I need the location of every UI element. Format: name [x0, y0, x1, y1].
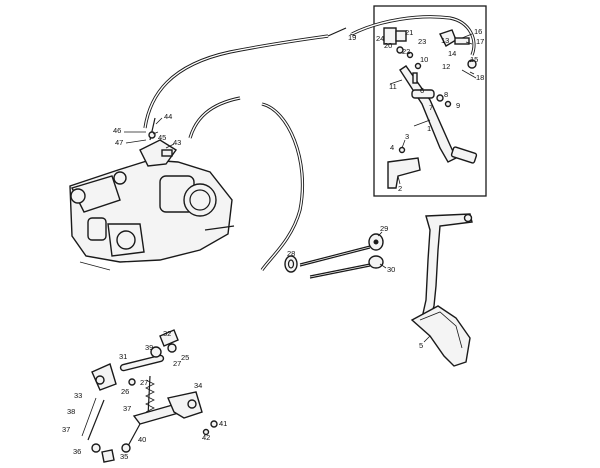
cable-bracket: [383, 27, 414, 59]
callout-4: 4: [390, 143, 394, 152]
carburettor-manifold: [69, 117, 235, 271]
callout-24: 24: [376, 34, 384, 43]
callout-42: 42: [202, 433, 210, 442]
callout-27a: 27: [173, 359, 181, 368]
callout-22: 22: [402, 47, 410, 56]
callout-35: 35: [120, 452, 128, 461]
callout-6: 6: [420, 86, 424, 95]
callout-28: 28: [287, 249, 295, 258]
callout-39: 39: [145, 343, 153, 352]
callout-19: 19: [348, 33, 356, 42]
inset-cable: [351, 15, 476, 56]
callout-29: 29: [380, 224, 388, 233]
callout-2: 2: [398, 184, 402, 193]
callout-7: 7: [429, 103, 433, 112]
callout-5: 5: [419, 341, 423, 350]
throttle-cable: [143, 27, 347, 129]
callout-17: 17: [476, 37, 484, 46]
callout-21: 21: [405, 28, 413, 37]
callout-37b: 37: [123, 404, 131, 413]
callout-34: 34: [194, 381, 202, 390]
callout-15: 15: [470, 55, 478, 64]
callout-38: 38: [67, 407, 75, 416]
callout-9: 9: [456, 101, 460, 110]
callout-45: 45: [158, 133, 166, 142]
control-cable-29: [299, 233, 384, 267]
callout-14: 14: [448, 49, 456, 58]
callout-41: 41: [219, 419, 227, 428]
callout-12: 12: [442, 62, 450, 71]
callout-11: 11: [389, 82, 397, 91]
callout-26: 26: [121, 387, 129, 396]
leader-lines: [124, 33, 475, 343]
callout-1: 1: [427, 124, 431, 133]
inset-frame: [373, 5, 487, 197]
callout-13: 13: [441, 36, 449, 45]
accelerator-pedal-lever: [399, 65, 478, 164]
callout-27b: 27: [140, 378, 148, 387]
callout-30: 30: [387, 265, 395, 274]
callout-20: 20: [384, 41, 392, 50]
callout-31: 31: [119, 352, 127, 361]
callout-16: 16: [474, 27, 482, 36]
grommet: [284, 255, 298, 273]
control-cable-30: [309, 255, 384, 279]
callout-8: 8: [444, 90, 448, 99]
callout-37a: 37: [62, 425, 70, 434]
clutch-pedal: [410, 213, 473, 367]
choke-cable-stub: [188, 96, 241, 139]
callout-25: 25: [181, 353, 189, 362]
callout-3: 3: [405, 132, 409, 141]
callout-33: 33: [74, 391, 82, 400]
callout-43: 43: [173, 138, 181, 147]
callout-labels: 1 2 3 4 5 6 7 8 9 10 11 12 13 14 15 16 1…: [62, 27, 484, 461]
callout-44: 44: [164, 112, 172, 121]
callout-36: 36: [73, 447, 81, 456]
callout-47: 47: [115, 138, 123, 147]
callout-46: 46: [113, 126, 121, 135]
callout-40: 40: [138, 435, 146, 444]
linkage-assembly: [81, 329, 218, 463]
callout-10: 10: [420, 55, 428, 64]
callout-18: 18: [476, 73, 484, 82]
choke-cable: [260, 102, 305, 271]
callout-32: 32: [163, 329, 171, 338]
callout-23: 23: [418, 37, 426, 46]
